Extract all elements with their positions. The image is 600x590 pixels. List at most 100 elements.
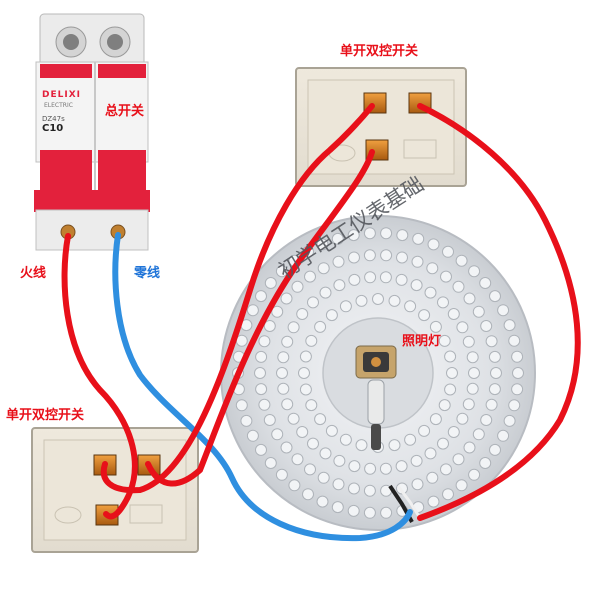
live-wire-supply xyxy=(61,233,138,520)
led-bead xyxy=(355,294,368,307)
led-bead xyxy=(395,273,408,286)
led-bead xyxy=(299,350,312,363)
traveller-wire-1 xyxy=(100,103,375,494)
led-bead xyxy=(302,488,314,501)
led-bead xyxy=(395,460,408,473)
led-bead xyxy=(379,271,392,284)
led-bead xyxy=(347,229,360,242)
led-bead xyxy=(426,471,439,484)
led-bead xyxy=(348,273,361,286)
led-bead xyxy=(379,462,392,475)
led-bead xyxy=(508,399,521,412)
led-bead xyxy=(348,460,361,473)
led-bead xyxy=(332,255,345,268)
led-bead xyxy=(429,320,442,333)
led-beads xyxy=(232,227,524,519)
led-bead xyxy=(427,495,440,508)
led-bead xyxy=(304,270,316,283)
led-bead xyxy=(480,320,493,332)
led-bead xyxy=(388,294,401,307)
led-bead xyxy=(426,262,439,275)
led-bead xyxy=(325,424,338,437)
top-switch-label: 单开双控开关 xyxy=(340,44,419,59)
led-bead xyxy=(317,471,330,484)
led-bead xyxy=(288,479,301,492)
led-bead xyxy=(299,383,312,396)
led-bead xyxy=(339,300,352,313)
led-bead xyxy=(466,382,479,395)
led-bead xyxy=(333,279,346,292)
led-bead xyxy=(314,320,327,333)
led-bead xyxy=(404,300,417,313)
led-bead xyxy=(316,238,329,251)
led-bead xyxy=(489,443,501,456)
led-bead xyxy=(264,277,277,289)
led-bead xyxy=(462,398,475,411)
led-bead xyxy=(508,334,521,347)
led-bead xyxy=(456,412,469,425)
led-bead xyxy=(488,350,501,363)
bottom-switch-label: 单开双控开关 xyxy=(6,408,85,423)
led-bead xyxy=(372,293,384,305)
led-bead xyxy=(235,334,248,347)
led-bead xyxy=(333,454,346,467)
led-bead xyxy=(263,320,276,332)
led-bead xyxy=(447,426,460,438)
led-bead xyxy=(511,350,524,363)
breaker-brand-sub: ELECTRIC xyxy=(44,102,73,109)
led-bead xyxy=(444,350,457,363)
led-bead xyxy=(427,238,440,251)
led-bead xyxy=(472,305,485,318)
led-bead xyxy=(332,478,345,491)
led-bead xyxy=(437,437,449,450)
led-bead xyxy=(331,501,344,514)
led-bead xyxy=(271,305,284,318)
breaker-model: DZ47s xyxy=(42,115,65,123)
led-bead xyxy=(364,271,377,284)
led-bead xyxy=(363,249,376,262)
led-bead xyxy=(468,468,481,481)
led-bead xyxy=(404,433,417,446)
led-bead xyxy=(411,478,424,491)
led-bead xyxy=(325,309,338,322)
traveller-wire-2 xyxy=(145,149,375,487)
led-bead xyxy=(305,399,318,412)
led-bead xyxy=(307,296,319,309)
led-bead xyxy=(411,255,424,268)
led-bead xyxy=(380,249,393,262)
led-bead xyxy=(316,495,329,508)
led-bead xyxy=(339,433,352,446)
led-bead xyxy=(440,270,452,283)
led-bead xyxy=(489,290,501,303)
led-bead xyxy=(485,398,498,411)
led-bead xyxy=(264,457,277,469)
led-bead xyxy=(485,335,498,348)
led-bead xyxy=(255,383,268,396)
led-bead xyxy=(511,383,524,396)
led-bead xyxy=(263,414,276,426)
led-bead xyxy=(348,251,360,264)
led-bead xyxy=(304,463,316,476)
led-bead xyxy=(380,506,393,519)
led-bead xyxy=(490,367,502,379)
led-bead xyxy=(364,462,377,475)
led-bead xyxy=(363,506,376,519)
led-bead xyxy=(258,335,271,348)
led-bead xyxy=(380,227,393,240)
live-label: 火线 xyxy=(20,266,47,281)
led-bead xyxy=(429,413,442,426)
led-bead xyxy=(438,334,451,347)
led-bead xyxy=(388,439,401,452)
breaker-rating: C10 xyxy=(42,123,64,134)
led-bead xyxy=(298,367,310,379)
led-bead xyxy=(314,413,327,426)
led-bead xyxy=(355,439,368,452)
led-bead xyxy=(254,367,266,379)
led-bead xyxy=(438,399,451,412)
led-bead xyxy=(271,428,284,441)
neutral-wire xyxy=(112,232,413,542)
led-bead xyxy=(281,335,294,348)
led-bead xyxy=(246,304,259,317)
led-bead xyxy=(442,245,454,258)
